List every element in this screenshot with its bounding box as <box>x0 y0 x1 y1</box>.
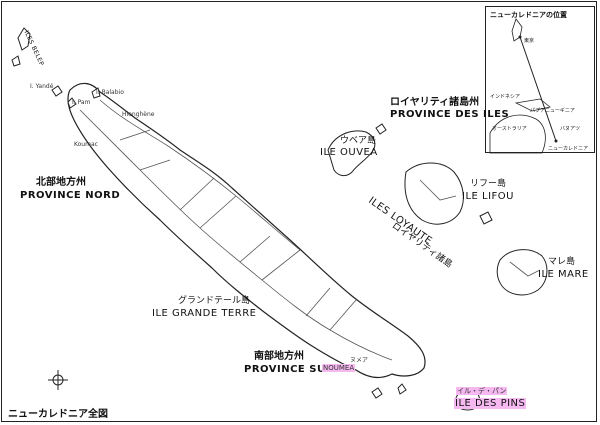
province-sud-jp: 南部地方州 <box>254 351 304 362</box>
noumea-label-fr: NOUMEA <box>322 364 356 372</box>
province-nord-fr: PROVINCE NORD <box>20 190 121 201</box>
province-nord-jp: 北部地方州 <box>36 177 86 188</box>
lifou-outline <box>404 162 464 225</box>
inset-label-png: パプアニューギニア <box>530 108 575 114</box>
compass-rose <box>48 370 68 390</box>
inset-australia <box>489 114 546 154</box>
inset-japan <box>511 18 523 42</box>
town-koumac: Koumac <box>74 141 98 148</box>
road-network <box>79 99 541 361</box>
lifou-label-fr: ILE LIFOU <box>462 191 514 202</box>
southern-islets <box>371 383 407 399</box>
inset-png <box>514 98 551 112</box>
ouvea-outline <box>327 130 376 177</box>
map-title: ニューカレドニア全図 <box>8 409 108 420</box>
grande-terre-label-jp: グランドテール島 <box>178 296 251 306</box>
grande-terre-label-fr: ILE GRANDE TERRE <box>152 308 257 319</box>
lifou-label-jp: リフー島 <box>470 179 507 189</box>
northern-islets <box>51 85 101 109</box>
mare-label-fr: ILE MARE <box>538 269 589 280</box>
pins-label-fr: ILE DES PINS <box>454 398 527 409</box>
town-poum: I. Pam <box>72 99 91 106</box>
inset-locator-map: ニューカレドニアの位置 東京 インドネシア パプアニューギニア オーストラリア … <box>485 6 595 154</box>
inset-label-vanuatu: バヌアツ <box>560 126 581 132</box>
inset-label-indonesia: インドネシア <box>490 94 521 100</box>
inset-canvas <box>489 18 558 154</box>
pins-label-jp: イル・デ・パン <box>456 387 508 395</box>
mare-label-jp: マレ島 <box>548 257 576 267</box>
noumea-label-jp: ヌメア <box>350 357 369 364</box>
town-yande: I. Yandé <box>30 83 54 90</box>
belep-islets <box>11 27 31 67</box>
province-sud-fr: PROVINCE SUD <box>244 364 335 375</box>
inset-tokyo-dot <box>518 35 522 39</box>
inset-route-line <box>519 36 557 142</box>
inset-label-australia: オーストラリア <box>492 126 527 132</box>
inset-label-tokyo: 東京 <box>524 38 535 44</box>
province-iles-fr: PROVINCE DES ILES <box>390 109 510 120</box>
inset-nc-dot <box>554 139 558 143</box>
inset-label-nc: ニューカレドニア <box>548 146 589 152</box>
inset-title: ニューカレドニアの位置 <box>490 11 567 19</box>
town-hienghene: Hienghène <box>122 111 155 118</box>
ouvea-islets <box>375 123 387 135</box>
tiga-island <box>479 211 493 225</box>
grande-terre-outline <box>67 82 426 379</box>
ouvea-label-fr: ILE OUVEA <box>320 147 378 158</box>
ouvea-label-jp: ウベア島 <box>340 136 377 146</box>
province-iles-jp: ロイヤリティ諸島州 <box>390 97 480 108</box>
town-balabio: I. Balabio <box>96 89 124 96</box>
mare-outline <box>496 249 548 296</box>
